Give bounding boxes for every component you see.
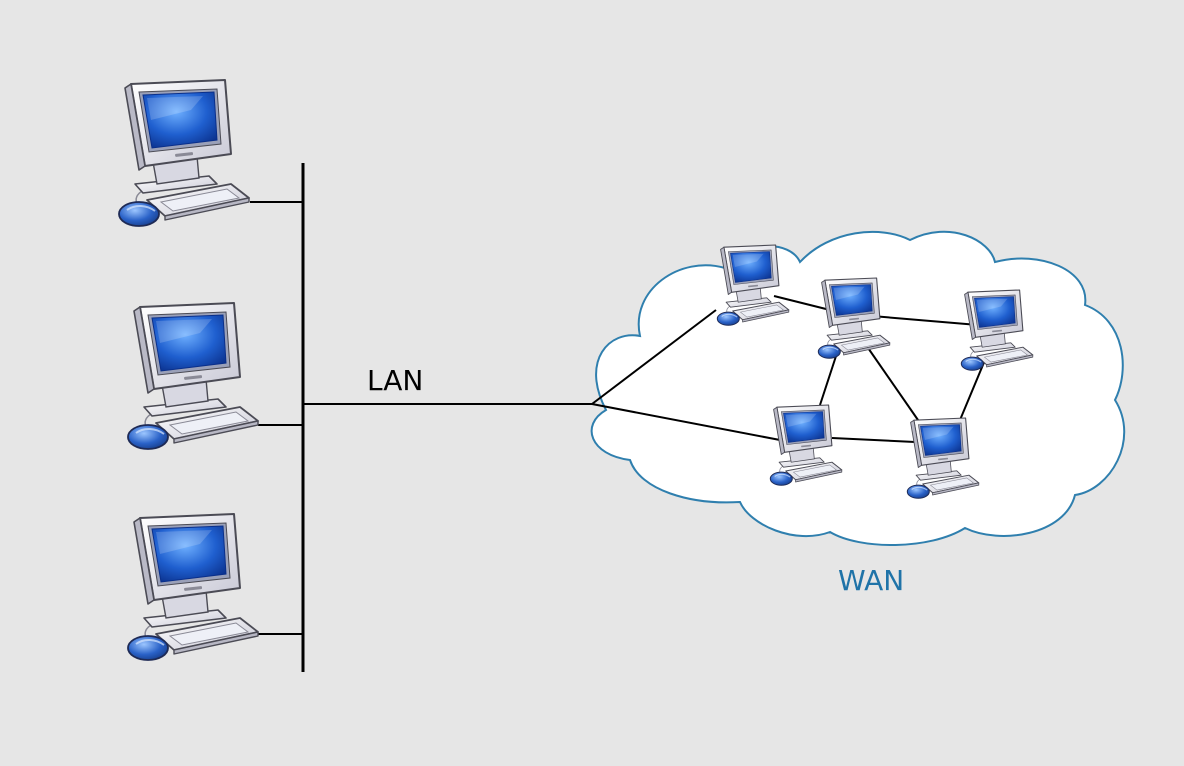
lan-label: LAN	[367, 364, 423, 397]
lan-computer-2	[127, 302, 259, 450]
lan-computer-1	[118, 79, 250, 227]
lan-computer-3	[127, 513, 259, 661]
wan-label: WAN	[838, 564, 904, 597]
wan-links	[591, 295, 986, 443]
